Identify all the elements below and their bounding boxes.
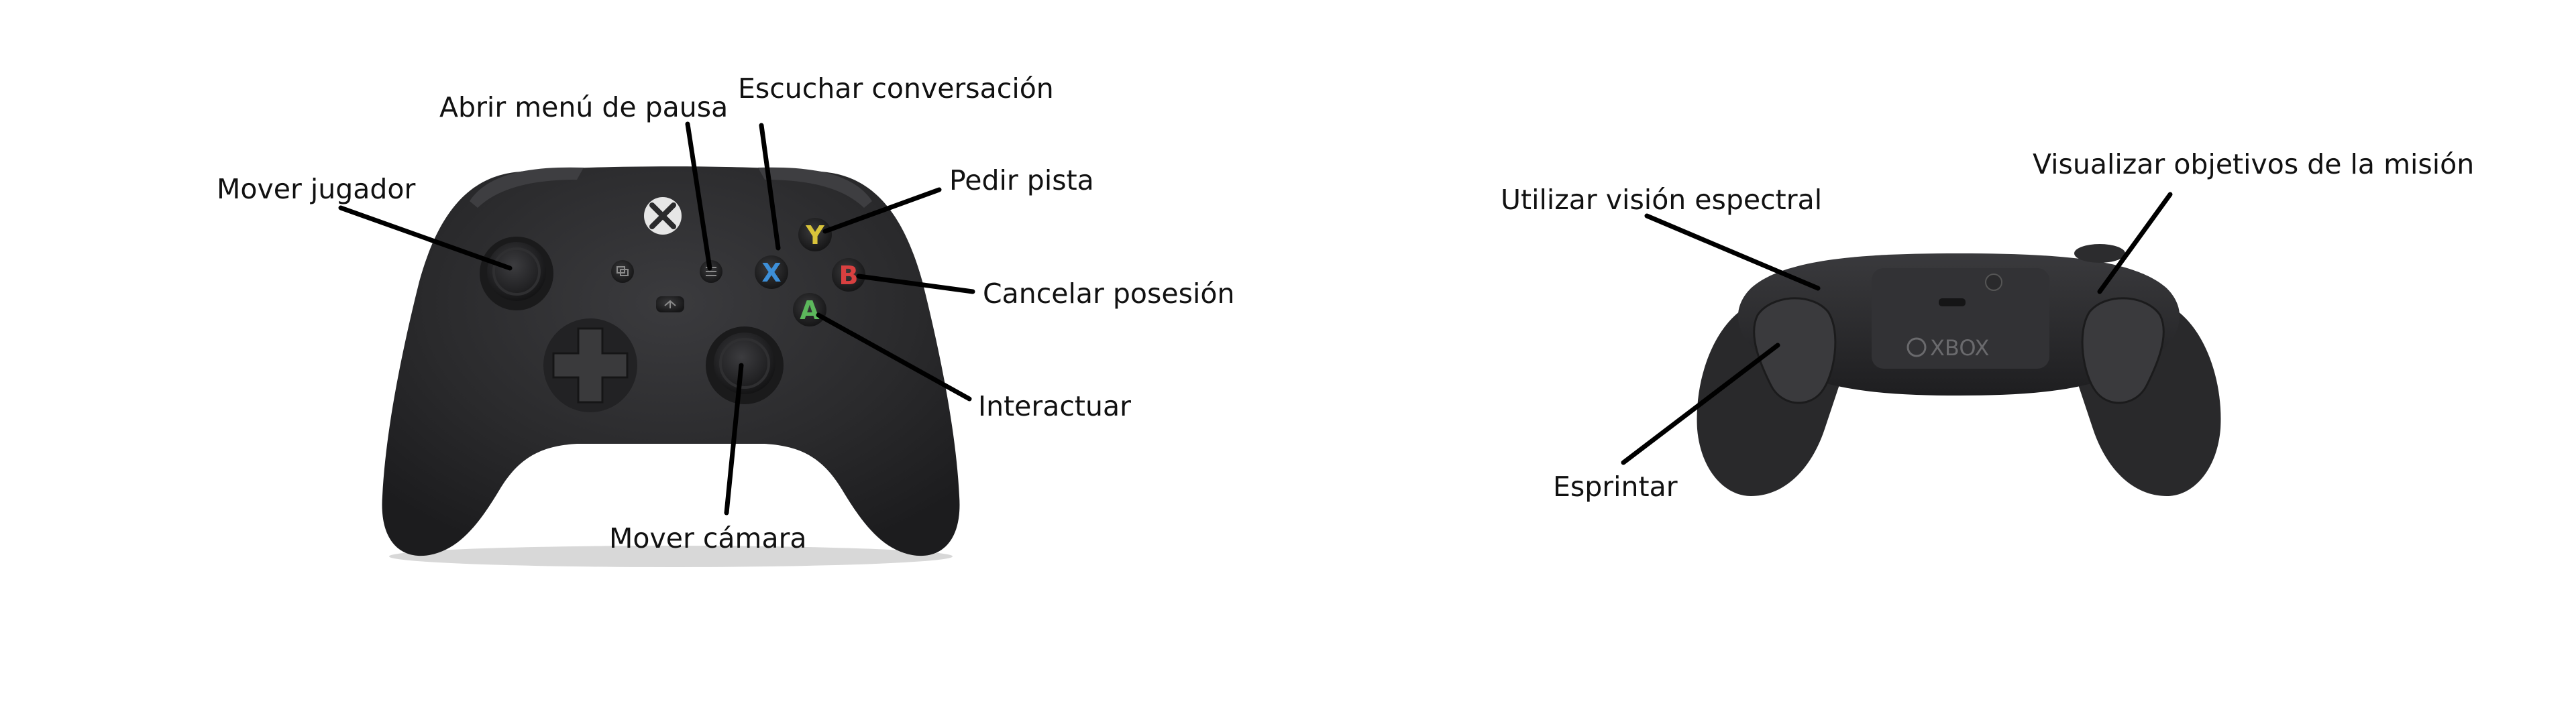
d-pad[interactable] [543, 318, 637, 412]
right-stick[interactable] [706, 326, 784, 404]
view-icon-back [620, 269, 629, 276]
leader-mission-objectives [2097, 192, 2173, 294]
menu-button[interactable] [700, 260, 722, 283]
xbox-logo-x-mark [649, 202, 676, 229]
right-bumper-nub[interactable] [2074, 244, 2125, 263]
a-button-letter: A [800, 296, 820, 325]
usb-port [1939, 298, 1966, 306]
b-button[interactable]: B [832, 258, 865, 292]
left-bumper [470, 167, 584, 208]
label-move-player: Mover jugador [217, 173, 415, 205]
d-pad-cross-icon [552, 327, 629, 404]
share-button[interactable] [656, 296, 684, 312]
left-stick-cap [487, 242, 546, 301]
y-button[interactable]: Y [798, 218, 832, 251]
label-mission-objectives: Visualizar objetivos de la misión [2033, 148, 2474, 180]
a-button-cap [793, 293, 826, 326]
label-cancel-possession: Cancelar posesión [983, 278, 1234, 310]
xbox-brand-mark: XBOX [1907, 335, 1989, 361]
label-spectral-vision: Utilizar visión espectral [1501, 184, 1822, 216]
xbox-brand-text: XBOX [1930, 335, 1989, 361]
label-interact: Interactuar [978, 390, 1131, 422]
right-trigger[interactable] [2081, 297, 2165, 404]
label-move-camera: Mover cámara [609, 522, 807, 554]
x-button[interactable]: X [755, 255, 788, 289]
b-button-letter: B [839, 261, 859, 290]
view-button[interactable] [611, 260, 634, 283]
left-trigger[interactable] [1753, 297, 1837, 404]
front-controller-shadow [389, 546, 953, 567]
leader-move-camera [724, 363, 744, 516]
left-stick[interactable] [480, 237, 553, 310]
y-button-letter: Y [805, 221, 824, 250]
leader-spectral-vision [1644, 213, 1821, 291]
back-center-plate [1872, 268, 2049, 369]
leader-interact [816, 312, 972, 402]
a-button[interactable]: A [793, 293, 826, 326]
right-stick-rim [719, 338, 770, 389]
label-sprint: Esprintar [1553, 471, 1678, 503]
leader-cancel-possession [856, 274, 975, 294]
xbox-brand-icon [1907, 337, 1927, 357]
right-bumper [758, 167, 872, 208]
pair-button[interactable] [1985, 274, 2002, 291]
b-button-cap [832, 258, 865, 292]
leader-listen-conversation [759, 123, 781, 251]
labels: Mover jugador Abrir menú de pausa Escuch… [217, 72, 2474, 554]
x-button-cap [755, 255, 788, 289]
label-open-pause-menu: Abrir menú de pausa [439, 91, 728, 123]
xbox-logo-button[interactable] [644, 197, 682, 235]
view-button-cap [611, 260, 634, 283]
leader-sprint [1621, 343, 1780, 465]
leader-move-player [338, 205, 513, 271]
back-controller: XBOX [1697, 244, 2221, 496]
y-button-cap [798, 218, 832, 251]
right-stick-cap [714, 333, 775, 394]
x-button-letter: X [761, 258, 781, 288]
leader-lines [338, 121, 2173, 516]
label-listen-conversation: Escuchar conversación [738, 72, 1054, 105]
share-icon [664, 300, 676, 308]
leader-pause-menu [685, 121, 712, 271]
left-stick-rim [492, 247, 541, 296]
label-ask-hint: Pedir pista [949, 164, 1094, 196]
leader-ask-hint [822, 187, 942, 234]
front-controller: Y X B A [382, 166, 960, 567]
